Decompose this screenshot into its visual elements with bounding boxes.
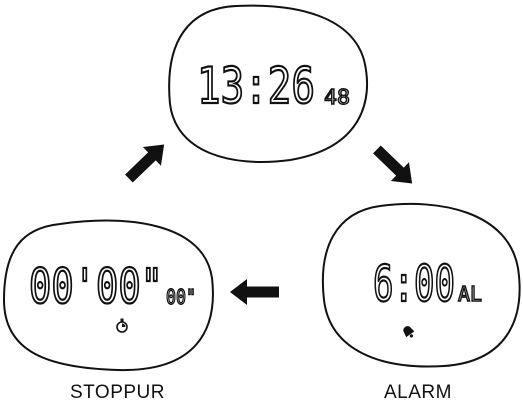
arrow-clock-to-alarm (373, 145, 413, 184)
arrow-alarm-to-stopwatch (230, 279, 279, 305)
stopwatch-hundredths: 00" (166, 285, 196, 309)
stopwatch-screen-outline (2, 219, 214, 372)
alarm-screen-outline (322, 202, 521, 368)
bell-icon (403, 326, 415, 338)
stopwatch-icon (116, 318, 128, 333)
clock-screen: 13:26 48 (168, 4, 368, 163)
alarm-screen: 6:00 AL (322, 202, 521, 368)
clock-screen-outline (168, 4, 368, 163)
stopwatch-time: 00'00" (29, 259, 163, 315)
arrow-stopwatch-to-clock (125, 144, 165, 183)
stopwatch-screen: 00'00" 00" (2, 219, 214, 372)
clock-time: 13:26 (197, 57, 315, 115)
alarm-time: 6:00 (373, 255, 455, 313)
alarm-indicator: AL (458, 282, 482, 306)
clock-seconds: 48 (324, 85, 350, 109)
stopwatch-label: STOPPUR (70, 382, 166, 403)
alarm-label: ALARM (384, 382, 452, 403)
